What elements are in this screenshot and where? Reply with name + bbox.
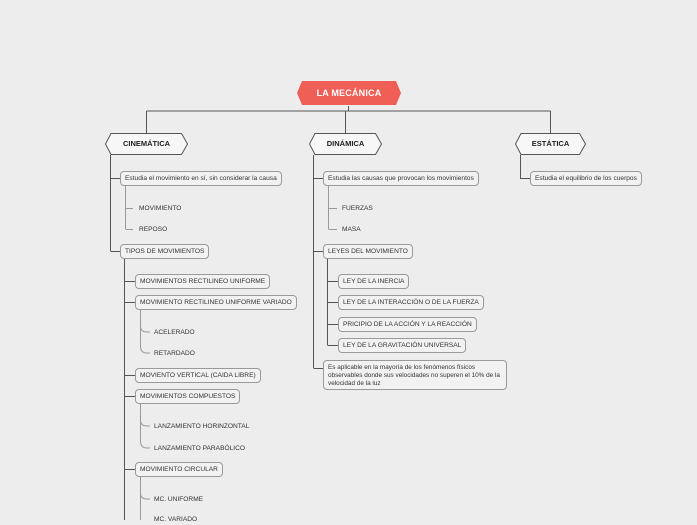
hexagon-shape [515,133,586,155]
branch-cinematica[interactable]: CINEMÁTICA [105,133,188,155]
dinamica-item-fuerzas[interactable]: FUERZAS [342,205,373,212]
dinamica-item-masa[interactable]: MASA [342,226,361,233]
movimiento-mruv[interactable]: MOVIMIENTO RECTILINEO UNIFORME VARIADO [135,295,297,310]
tipos-de-movimientos[interactable]: TIPOS DE MOVIMIENTOS [120,244,210,259]
ley-inercia[interactable]: LEY DE LA INERCIA [338,274,410,289]
mruv-item-acelerado[interactable]: ACELERADO [154,329,195,336]
movimiento-vertical[interactable]: MOVIENTO VERTICAL (CAIDA LIBRE) [135,368,261,383]
movimientos-compuestos[interactable]: MOVIMIENTOS COMPUESTOS [135,389,241,404]
branch-dinamica[interactable]: DINÁMICA [309,133,382,155]
root-label: LA MECÁNICA [316,88,382,98]
dinamica-definition[interactable]: Estudia las causas que provocan los movi… [323,171,479,186]
mruv-item-retardado[interactable]: RETARDADO [154,350,195,357]
circular-item-uniforme[interactable]: MC. UNIFORME [154,496,204,503]
root-shape [297,81,401,105]
principio-accion-reaccion[interactable]: PRICIPIO DE LA ACCIÓN Y LA REACCIÓN [338,317,477,332]
movimiento-mru[interactable]: MOVIMIENTOS RECTILINEO UNIFORME [135,274,271,289]
branch-label: DINÁMICA [326,139,365,148]
branch-label: CINEMÁTICA [122,139,171,148]
ley-interaccion[interactable]: LEY DE LA INTERACCIÓN O DE LA FUERZA [338,295,484,310]
compuestos-item-parabolico[interactable]: LANZAMIENTO PARABÓLICO [154,445,245,452]
cinematica-item-reposo[interactable]: REPOSO [139,226,168,233]
cinematica-item-movimiento[interactable]: MOVIMIENTO [139,205,182,212]
branch-label: ESTÁTICA [531,139,570,148]
circular-item-variado[interactable]: MC. VARIADO [154,516,198,523]
dinamica-note[interactable]: Es aplicable en la mayoría de los fenóme… [323,360,507,390]
estatica-definition[interactable]: Estudia el equilibrio de los cuerpos [530,171,642,186]
branch-estatica[interactable]: ESTÁTICA [515,133,586,155]
root-topic[interactable]: LA MECÁNICA [297,80,401,106]
cinematica-definition[interactable]: Estudia el movimiento en sí, sin conside… [120,171,282,186]
movimiento-circular[interactable]: MOVIMIENTO CIRCULAR [135,462,223,477]
ley-gravitacion[interactable]: LEY DE LA GRAVITACIÓN UNIVERSAL [338,338,467,353]
compuestos-item-horizontal[interactable]: LANZAMIENTO HORINZONTAL [154,423,250,430]
hexagon-shape [309,133,382,155]
leyes-del-movimiento[interactable]: LEYES DEL MOVIMIENTO [323,244,413,259]
hexagon-shape [105,133,188,155]
